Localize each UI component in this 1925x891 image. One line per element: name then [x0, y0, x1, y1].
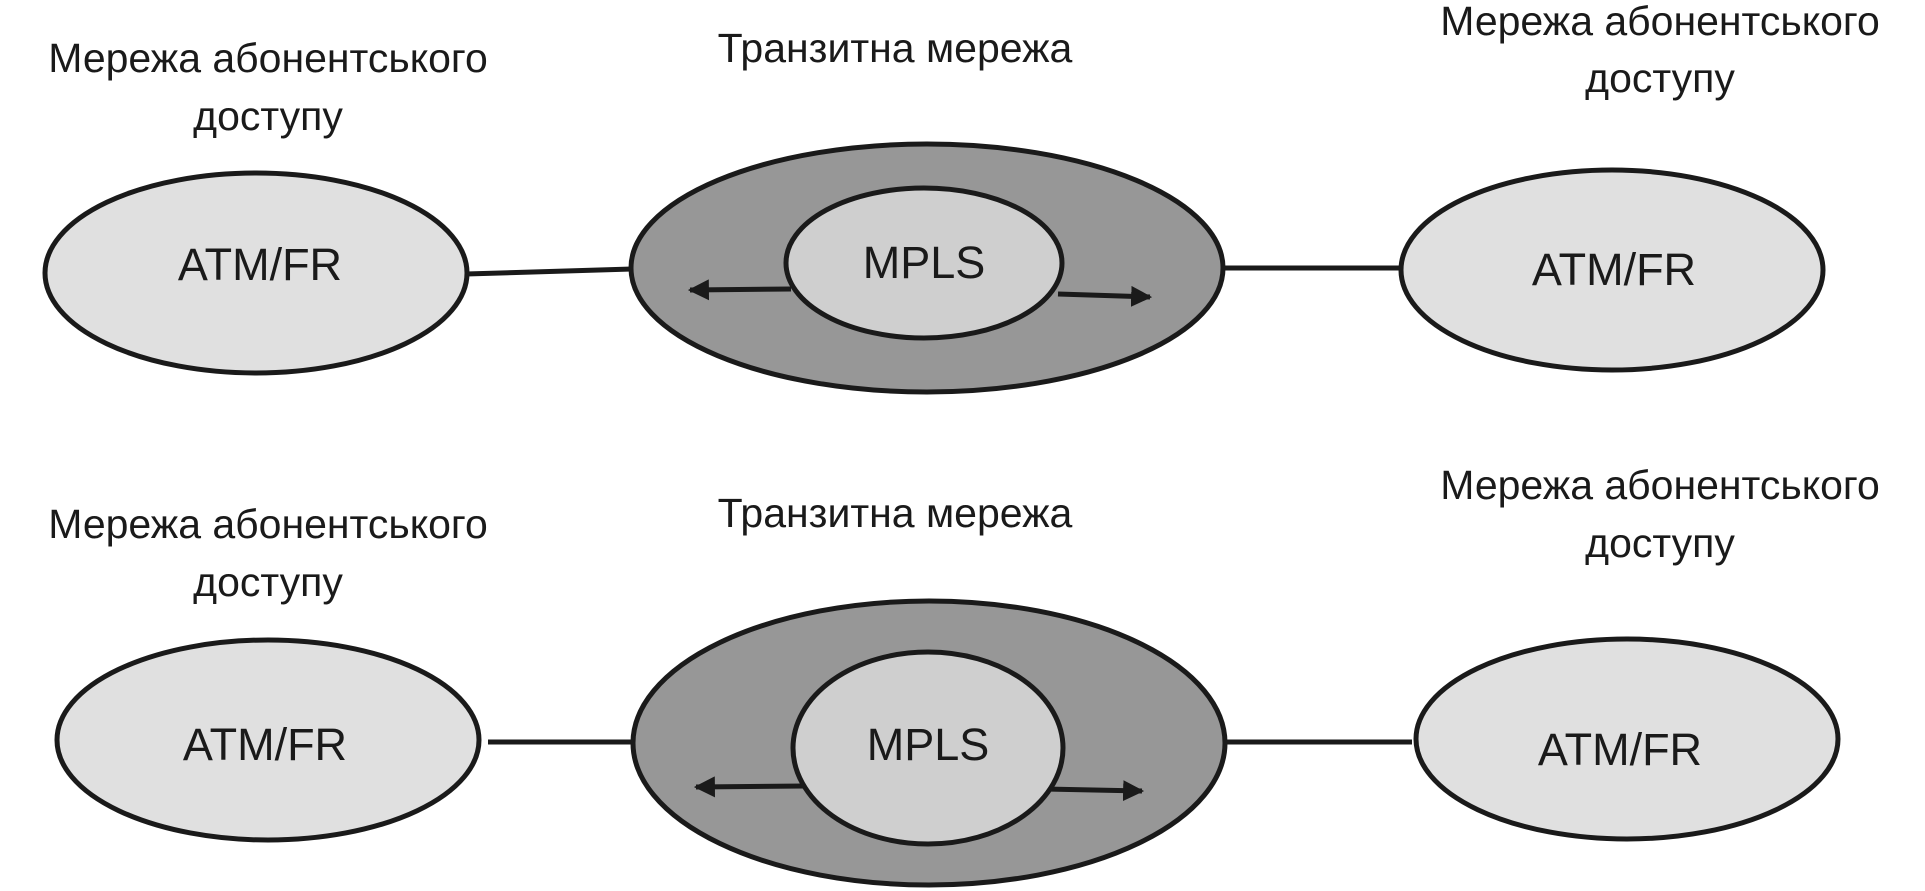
- left-access-caption-line1: Мережа абонентського: [48, 35, 488, 81]
- arrow-right: [1044, 780, 1145, 802]
- mpls-inner-ellipse: [790, 649, 1066, 847]
- arrow-left: [693, 776, 806, 798]
- left-access-network: ATM/FR: [54, 637, 482, 843]
- right-access-caption-line1: Мережа абонентського: [1440, 462, 1880, 508]
- left-access-caption-line2: доступу: [193, 559, 343, 605]
- mpls-label: MPLS: [867, 719, 990, 770]
- right-node-label: ATM/FR: [1532, 244, 1696, 295]
- left-access-ellipse: [42, 170, 470, 376]
- transit-caption: Транзитна мережа: [718, 490, 1073, 536]
- left-access-ellipse: [54, 637, 482, 843]
- left-access-caption-line2: доступу: [193, 93, 343, 139]
- diagram-top: Мережа абонентського доступу Транзитна м…: [42, 0, 1880, 395]
- arrow-left: [687, 279, 792, 301]
- right-node-label: ATM/FR: [1538, 724, 1702, 775]
- left-access-network: ATM/FR: [42, 170, 470, 376]
- transit-network: MPLS: [628, 141, 1226, 395]
- right-access-caption-line2: доступу: [1585, 55, 1735, 101]
- transit-network: MPLS: [630, 598, 1228, 888]
- right-access-network: ATM/FR: [1413, 636, 1841, 842]
- right-access-ellipse: [1413, 636, 1841, 842]
- right-access-ellipse: [1398, 167, 1826, 373]
- right-access-caption-line2: доступу: [1585, 520, 1735, 566]
- right-access-network: ATM/FR: [1398, 167, 1826, 373]
- left-access-caption-line1: Мережа абонентського: [48, 501, 488, 547]
- transit-caption: Транзитна мережа: [718, 25, 1073, 71]
- arrow-right: [1057, 285, 1153, 307]
- diagram-bottom: Мережа абонентського доступу Транзитна м…: [48, 462, 1880, 888]
- mpls-inner-ellipse: [783, 185, 1065, 341]
- right-access-caption-line1: Мережа абонентського: [1440, 0, 1880, 44]
- mpls-label: MPLS: [863, 237, 986, 288]
- left-node-label: ATM/FR: [183, 719, 347, 770]
- left-node-label: ATM/FR: [178, 239, 342, 290]
- link-left-transit: [465, 266, 633, 277]
